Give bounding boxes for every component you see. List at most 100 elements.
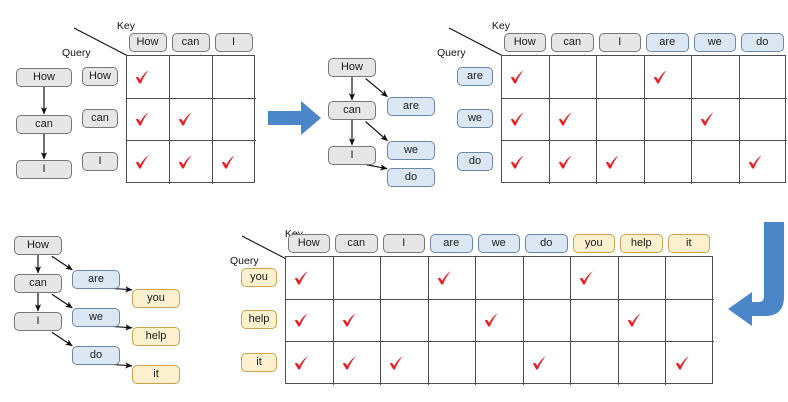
tree-edges [348,77,388,171]
key-header-cell: I [380,234,428,253]
key-header-cell: How [285,234,333,253]
attention-cell [571,299,619,342]
token-box: do [525,234,568,253]
token-box: can [171,33,210,52]
attention-cell [476,257,524,300]
token-box: are [457,66,493,86]
attention-cell [597,98,645,141]
token-box: I [16,160,72,179]
token-box: help [132,327,180,346]
attention-cell [666,300,714,342]
token-box: How [287,234,330,253]
attention-cell [571,342,619,385]
token-box: do [741,33,784,52]
token-box: it [132,365,180,384]
check-mark-icon [295,270,309,285]
attention-cell [213,56,256,99]
token-box: How [16,68,72,87]
token-box: I [214,33,253,52]
check-mark-icon [342,356,356,370]
check-mark-icon [295,356,309,370]
check-mark-icon [532,356,546,370]
token-box: I [82,151,118,171]
attention-cell [597,56,645,99]
token-box: can [14,274,62,293]
token-box: can [82,109,118,129]
attention-cell [381,342,429,385]
token-box: we [387,141,435,160]
attention-cell [597,141,645,184]
token-box: it [667,234,710,253]
token-box: you [572,234,615,253]
key-header-cell: How [501,33,549,52]
token-box: can [328,101,376,120]
check-mark-icon [221,155,235,169]
attention-grid [285,256,714,385]
token-box: you [132,289,180,308]
key-header-cell: can [549,33,597,52]
check-mark-icon [653,69,667,84]
attention-cell [739,56,787,99]
check-mark-icon [135,155,149,169]
token-box: help [620,234,663,253]
token-box: are [430,234,473,253]
attention-cell [127,98,170,141]
attention-cell [127,141,170,184]
check-mark-icon [178,112,192,126]
attention-cell [381,257,429,300]
attention-cell [549,56,597,99]
key-axis-label: Key [491,20,510,32]
key-header-cell: can [169,33,212,52]
attention-cell [170,98,213,141]
check-mark-icon [627,313,641,327]
token-box: we [477,234,520,253]
attention-cell [334,342,381,385]
check-mark-icon [295,313,309,327]
query-axis-label: Query [437,47,466,59]
attention-cell [170,56,213,99]
attention-cell [692,56,740,99]
attention-cell [692,141,740,184]
attention-cell [381,299,429,342]
attention-grid [126,55,256,184]
token-box: do [72,346,120,365]
token-box: How [82,66,118,86]
attention-cell [550,141,597,184]
attention-cell [571,257,619,300]
query-label-cell: are [455,55,495,98]
attention-cell [692,98,740,141]
key-header-cell: help [618,234,666,253]
attention-cell [213,141,256,184]
attention-cell [645,141,692,184]
attention-cell [644,56,692,99]
token-box: How [14,236,62,255]
attention-cell [286,299,334,342]
check-mark-icon [701,112,715,126]
attention-cell [476,299,524,342]
query-label-column: are we do [455,55,495,183]
query-label-cell: do [455,140,495,183]
attention-cell [213,99,256,141]
token-box: help [241,310,277,330]
key-header-cell: you [570,234,618,253]
query-axis-label: Query [62,47,91,59]
token-box: we [457,109,493,129]
token-box: we [72,308,120,327]
query-label-cell: How [80,55,120,98]
query-label-cell: we [455,98,495,141]
elbow-arrow-down-left-icon [726,222,788,337]
token-box: we [693,33,736,52]
token-box: can [551,33,594,52]
query-label-cell: it [239,341,279,384]
attention-cell [523,257,571,300]
key-header-cell: we [691,33,739,52]
query-label-cell: can [80,98,120,141]
attention-cell [428,257,476,300]
